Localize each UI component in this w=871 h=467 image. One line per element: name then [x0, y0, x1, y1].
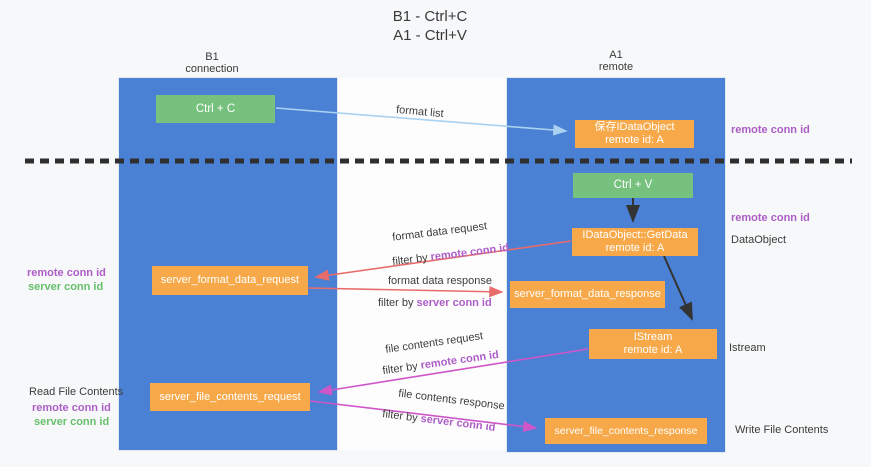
node-server-file-contents-response-label: server_file_contents_response [554, 424, 698, 437]
node-idataobject-getdata-line2: remote id: A [605, 242, 665, 254]
edge-label-format-response-filter: filter by server conn id [378, 297, 492, 309]
lane-b1-role: connection [185, 63, 239, 75]
annotation-remote-conn-id-right-top: remote conn id [731, 124, 810, 136]
annotation-server-conn-id-left-bottom: server conn id [34, 416, 110, 428]
node-server-format-data-response-label: server_format_data_response [514, 288, 661, 300]
filter-by-text: filter by [378, 297, 417, 309]
diagram-title: B1 - Ctrl+C A1 - Ctrl+V [320, 7, 540, 45]
annotation-remote-conn-id-right-mid: remote conn id [731, 212, 810, 224]
node-server-file-contents-response: server_file_contents_response [545, 418, 707, 444]
annotation-remote-conn-id-left-bottom: remote conn id [32, 402, 111, 414]
server-conn-id-text: server conn id [416, 297, 492, 309]
lane-b1-name: B1 [205, 51, 219, 63]
edge-label-format-data-response: format data response [388, 275, 492, 287]
annotation-remote-conn-id-left-top: remote conn id [27, 267, 106, 279]
node-server-file-contents-request-label: server_file_contents_request [159, 390, 301, 403]
node-server-format-data-response: server_format_data_response [510, 281, 665, 308]
node-ctrl-c: Ctrl + C [156, 95, 275, 123]
node-istream: IStream remote id: A [589, 329, 717, 359]
annotation-read-file-contents: Read File Contents [29, 386, 124, 398]
title-line-2: A1 - Ctrl+V [393, 27, 467, 44]
node-save-idataobject-line2: remote id: A [605, 134, 664, 146]
node-ctrl-v: Ctrl + V [573, 173, 693, 198]
annotation-write-file-contents: Write File Contents [735, 424, 829, 436]
node-save-idataobject: 保存IDataObject remote id: A [575, 120, 694, 148]
node-istream-line1: IStream [633, 331, 673, 343]
node-ctrl-c-label: Ctrl + C [195, 102, 236, 115]
node-server-file-contents-request: server_file_contents_request [150, 383, 310, 411]
node-ctrl-v-label: Ctrl + V [613, 179, 653, 191]
node-save-idataobject-line1: 保存IDataObject [594, 121, 675, 133]
lane-a1-role: remote [598, 61, 634, 73]
title-line-1: B1 - Ctrl+C [392, 8, 468, 25]
node-server-format-data-request: server_format_data_request [152, 266, 308, 295]
node-server-format-data-request-label: server_format_data_request [160, 274, 300, 286]
lane-a1-name: A1 [609, 49, 623, 61]
node-idataobject-getdata-line1: IDataObject::GetData [582, 229, 688, 241]
lane-header-a1: A1 remote [546, 49, 686, 73]
lane-header-b1: B1 connection [142, 51, 282, 75]
annotation-dataobject: DataObject [731, 234, 787, 246]
node-idataobject-getdata: IDataObject::GetData remote id: A [572, 228, 698, 256]
node-istream-line2: remote id: A [623, 344, 683, 356]
annotation-server-conn-id-left-top: server conn id [28, 281, 104, 293]
annotation-istream: Istream [729, 342, 766, 354]
